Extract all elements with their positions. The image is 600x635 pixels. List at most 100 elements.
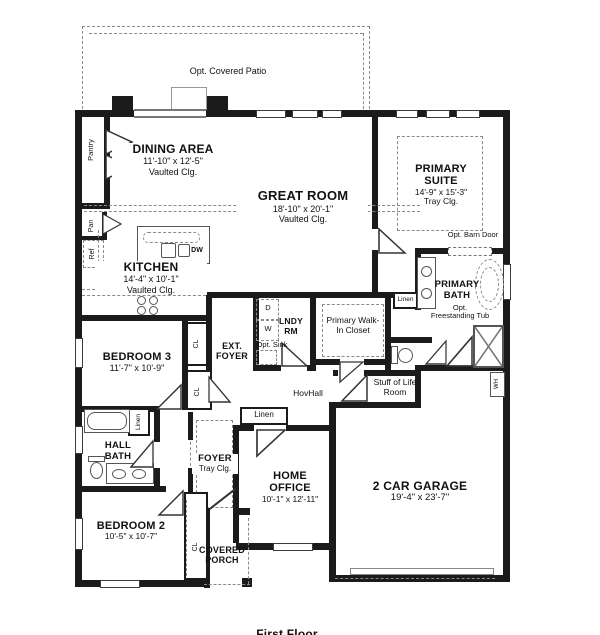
room-label-bed2: BEDROOM 2 10'-5" x 10'-7" <box>81 520 181 542</box>
cl-label: CL <box>194 387 201 397</box>
wall <box>82 203 110 209</box>
suite-dims: 14'-9" x 15'-3" <box>414 186 468 197</box>
bedroom3-door <box>155 383 182 410</box>
wall <box>329 402 421 408</box>
dining-dims: 11'-10" x 12'-5" <box>143 156 203 167</box>
office-name: HOME OFFICE <box>269 470 311 495</box>
kitchen-sink <box>178 244 190 257</box>
wall <box>333 370 338 376</box>
room-label-office: HOME OFFICE 10'-1" x 12'-11" <box>252 470 328 504</box>
ref-label: Ref <box>89 248 96 260</box>
dining-name: DINING AREA <box>132 142 214 156</box>
opt-sink-fixture <box>256 350 277 365</box>
wall <box>364 370 415 376</box>
island-opt-counter <box>143 232 200 243</box>
window <box>456 110 480 118</box>
wh-label: WH <box>494 379 500 389</box>
wall <box>82 486 166 492</box>
garage-name: 2 CAR GARAGE <box>372 479 468 493</box>
washer <box>256 320 279 341</box>
wall <box>415 371 421 408</box>
patio-post <box>207 96 228 117</box>
wall <box>385 343 391 371</box>
stuff-room-label: Stuff of Life Room <box>373 377 417 397</box>
laundry-door <box>281 341 309 367</box>
cooktop-burner <box>149 296 158 305</box>
cooktop-burner <box>137 306 146 315</box>
patio-label: Opt. Covered Patio <box>189 66 267 76</box>
opt-sink-label: Opt. Sink <box>256 340 288 349</box>
linen-cabinet-office <box>240 407 288 425</box>
office-door <box>256 429 288 458</box>
bedroom2-door <box>157 489 184 516</box>
closet-bed3-1 <box>186 322 208 366</box>
vanity-sink <box>421 266 432 277</box>
counter-dash <box>82 295 206 296</box>
toilet-bowl <box>398 348 413 363</box>
great-name: GREAT ROOM <box>257 188 349 203</box>
wall <box>372 250 378 298</box>
wall <box>364 359 385 365</box>
cooktop-burner <box>137 296 146 305</box>
shower-glass <box>474 326 503 367</box>
bed3-dims: 11'-7" x 10'-9" <box>109 363 165 374</box>
water-closet-door <box>424 339 447 365</box>
linen-label-hall: Linen <box>135 414 142 430</box>
vanity-sink <box>132 469 146 479</box>
sheet-title: First Floor <box>256 627 318 635</box>
freestanding-tub-inner <box>480 267 499 302</box>
window <box>273 543 313 551</box>
bath-note: Opt. Freestanding Tub <box>430 303 490 321</box>
room-label-bed3: BEDROOM 3 11'-7" x 10'-9" <box>87 351 187 373</box>
closet-dash-v <box>186 500 187 576</box>
wall <box>385 337 432 343</box>
room-label-walkin: Primary Walk-In Closet <box>326 315 380 335</box>
wall <box>154 406 160 442</box>
dryer <box>256 299 279 320</box>
porch-edge-dash <box>248 518 249 584</box>
room-label-kitchen: KITCHEN 14'-4" x 10'-1" Vaulted Clg. <box>95 260 207 295</box>
great-clg: Vaulted Clg. <box>278 213 328 224</box>
wall <box>307 365 316 371</box>
sliding-door <box>134 109 206 118</box>
foyer-name: FOYER <box>198 453 232 464</box>
wall <box>234 508 250 515</box>
window <box>426 110 450 118</box>
wall <box>310 298 316 365</box>
great-dims: 18'-10" x 20'-1" <box>272 203 334 214</box>
window <box>75 518 83 550</box>
window <box>292 110 318 118</box>
cl-label: CL <box>193 339 200 349</box>
freestanding-tub <box>475 259 504 310</box>
stuff-room-door <box>340 373 368 402</box>
linen-label-office: Linen <box>254 410 274 419</box>
suite-tray-outline <box>397 136 483 231</box>
wall <box>242 578 252 587</box>
room-label-great: GREAT ROOM 18'-10" x 20'-1" Vaulted Clg. <box>238 188 368 224</box>
room-label-hallbath: HALL BATH <box>104 440 132 462</box>
room-label-foyer: FOYER Tray Clg. <box>192 453 238 474</box>
office-dims: 10'-1" x 12'-11" <box>261 493 319 504</box>
window <box>503 264 511 300</box>
wall <box>233 425 239 543</box>
garage-door <box>350 568 494 575</box>
dining-clg: Vaulted Clg. <box>148 166 198 177</box>
room-label-suite: PRIMARY SUITE 14'-9" x 15'-3" Tray Clg. <box>404 163 478 207</box>
toilet-tank <box>88 456 105 462</box>
bed2-name: BEDROOM 2 <box>96 520 166 532</box>
linen-label-bath: Linen <box>397 296 414 303</box>
wall <box>182 315 188 410</box>
wall <box>75 580 209 587</box>
room-label-lndy: LNDY RM <box>279 316 303 336</box>
room-label-garage: 2 CAR GARAGE 19'-4" x 23'-7" <box>355 479 485 504</box>
toilet-bowl <box>90 462 103 479</box>
kitchen-clg: Vaulted Clg. <box>95 284 207 295</box>
kitchen-sink <box>161 243 176 258</box>
barn-door-label: Opt. Barn Door <box>447 230 499 239</box>
barn-door-opening <box>448 247 492 256</box>
garage-door-dash <box>335 578 495 579</box>
water-heater <box>490 372 505 397</box>
wall <box>188 412 193 440</box>
walkin-outline <box>322 304 384 357</box>
